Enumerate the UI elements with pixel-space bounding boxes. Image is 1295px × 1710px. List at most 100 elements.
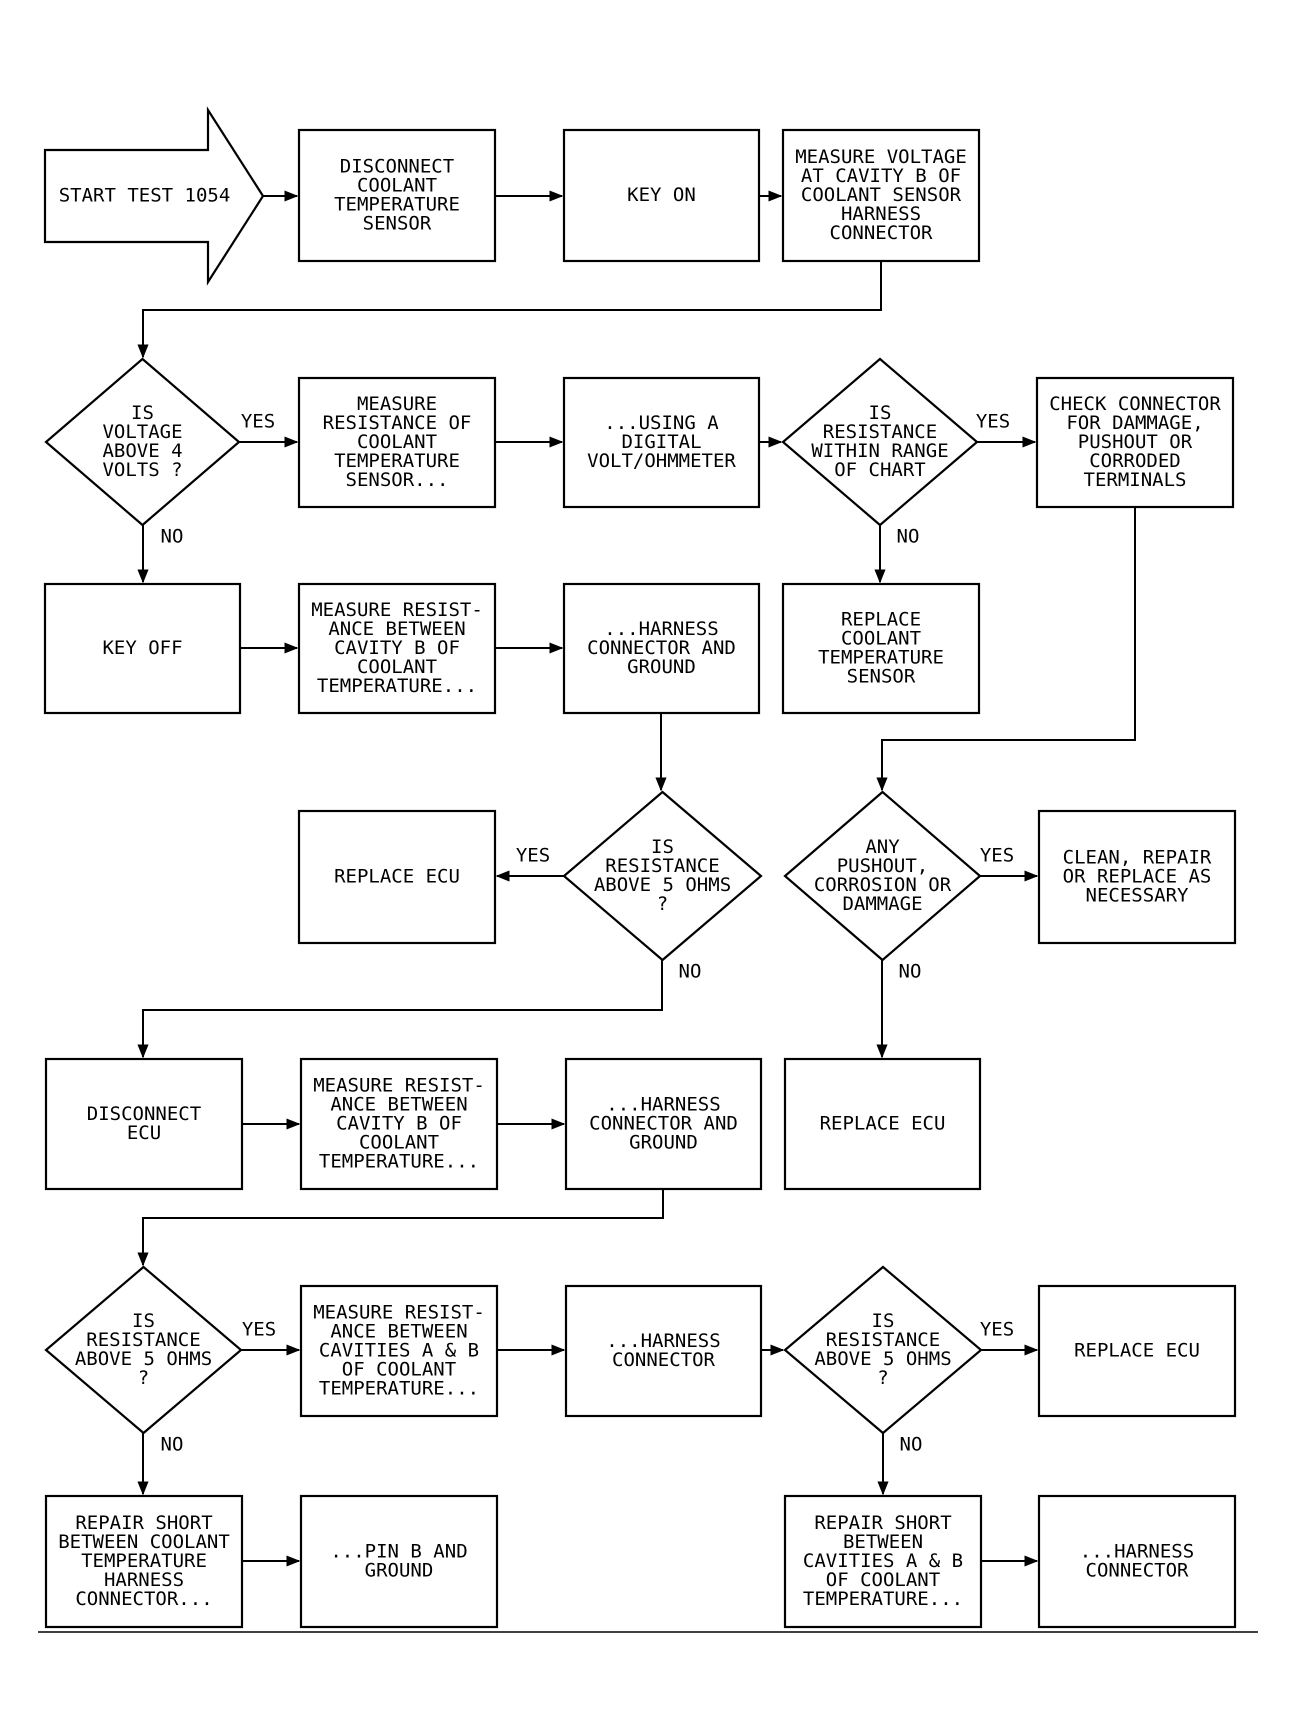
node-text-line: MEASURE RESIST-: [313, 1302, 485, 1324]
edge-label-no: NO: [900, 1434, 923, 1456]
process-box: [783, 1494, 983, 1629]
node-text-line: OF COOLANT: [342, 1359, 456, 1381]
node-text-line: REPLACE ECU: [820, 1113, 946, 1135]
node-text-line: CORROSION OR: [814, 874, 952, 896]
node-text-line: ...PIN B AND: [330, 1541, 467, 1563]
node-text-line: PUSHOUT OR: [1078, 431, 1193, 453]
node-text-line: OF COOLANT: [826, 1569, 940, 1591]
node-text-line: SENSOR...: [346, 469, 449, 491]
node-text-line: ...HARNESS: [604, 618, 718, 640]
node-text-line: CONNECTOR AND: [589, 1113, 738, 1135]
node-text-line: VOLTAGE: [102, 421, 182, 443]
node-text-line: TEMPERATURE...: [317, 675, 477, 697]
node-text-line: SENSOR: [363, 213, 432, 235]
edge-check-to-qpushout: [876, 507, 1136, 792]
node-text-line: COOLANT SENSOR: [801, 184, 962, 206]
node-text-line: GROUND: [629, 1132, 698, 1154]
node-text-line: TERMINALS: [1084, 469, 1187, 491]
process-box: [297, 809, 497, 945]
node-text-line: NECESSARY: [1086, 885, 1190, 907]
start-arrow: [43, 106, 265, 286]
edge-label-no: NO: [897, 526, 920, 548]
node-text-line: MEASURE RESIST-: [313, 1075, 485, 1097]
process-box: [781, 582, 981, 715]
process-box: [297, 376, 497, 509]
node-text-line: RESISTANCE: [86, 1329, 200, 1351]
process-box: [44, 1057, 244, 1191]
process-box: [1037, 809, 1237, 945]
process-box: [43, 582, 242, 715]
process-box: [1037, 1494, 1237, 1629]
node-start: START TEST 1054: [43, 106, 265, 286]
node-text-line: ...HARNESS: [606, 1094, 720, 1116]
node-text-line: KEY ON: [627, 184, 696, 206]
edge-harness-to-qabove5-2: [137, 1189, 664, 1267]
node-text-line: BETWEEN: [843, 1531, 923, 1553]
node-replace-ecu-2: REPLACE ECU: [783, 1057, 982, 1191]
node-text-line: ABOVE 4: [102, 440, 182, 462]
process-box: [299, 1494, 499, 1629]
edge-qabove5-no: [137, 960, 663, 1059]
process-box: [562, 376, 761, 509]
process-box: [297, 128, 497, 263]
node-text-line: CAVITY B OF: [336, 1113, 462, 1135]
edge-label-yes: YES: [980, 845, 1014, 867]
process-box: [562, 128, 761, 263]
decision-diamond: [562, 790, 763, 962]
process-box: [783, 1057, 982, 1191]
node-text-line: ABOVE 5 OHMS: [814, 1348, 951, 1370]
node-text-line: CONNECTOR...: [75, 1588, 212, 1610]
process-box: [781, 128, 981, 263]
node-text-line: OF CHART: [834, 459, 926, 481]
node-text-line: TEMPERATURE...: [803, 1588, 963, 1610]
node-text-line: MEASURE: [357, 393, 437, 415]
node-replace-ecu-3: REPLACE ECU: [1037, 1284, 1237, 1418]
process-box: [564, 1284, 763, 1418]
edge-label-no: NO: [161, 526, 184, 548]
node-text-line: ...USING A: [604, 412, 719, 434]
node-text-line: DISCONNECT: [87, 1103, 201, 1125]
edge-label-yes: YES: [242, 1319, 276, 1341]
node-text-line: ECU: [127, 1122, 161, 1144]
node-text-line: FOR DAMMAGE,: [1066, 412, 1203, 434]
node-text-line: CHECK CONNECTOR: [1049, 393, 1221, 415]
edge-label-yes: YES: [516, 845, 550, 867]
node-text-line: MEASURE VOLTAGE: [795, 146, 967, 168]
node-text-line: COOLANT: [357, 175, 437, 197]
node-text-line: TEMPERATURE: [334, 194, 460, 216]
decision-diamond: [44, 1265, 243, 1435]
node-text-line: TEMPERATURE: [334, 450, 460, 472]
node-text-line: PUSHOUT,: [837, 855, 929, 877]
edge-label-no: NO: [161, 1434, 184, 1456]
node-text-line: CONNECTOR: [612, 1349, 716, 1371]
node-text-line: IS: [132, 1310, 155, 1332]
decision-diamond: [783, 1265, 983, 1435]
node-text-line: REPLACE ECU: [1074, 1340, 1200, 1362]
node-key-off: KEY OFF: [43, 582, 242, 715]
node-text-line: REPLACE: [841, 609, 921, 631]
node-text-line: IS: [131, 402, 154, 424]
node-text-line: RESISTANCE OF: [323, 412, 472, 434]
node-text-line: AT CAVITY B OF: [801, 165, 961, 187]
node-text-line: HARNESS: [841, 203, 921, 225]
node-text-line: MEASURE RESIST-: [311, 599, 483, 621]
node-text-line: CAVITY B OF: [334, 637, 460, 659]
node-text-line: GROUND: [365, 1560, 434, 1582]
node-text-line: RESISTANCE: [826, 1329, 940, 1351]
node-text-line: ANY: [865, 836, 900, 858]
